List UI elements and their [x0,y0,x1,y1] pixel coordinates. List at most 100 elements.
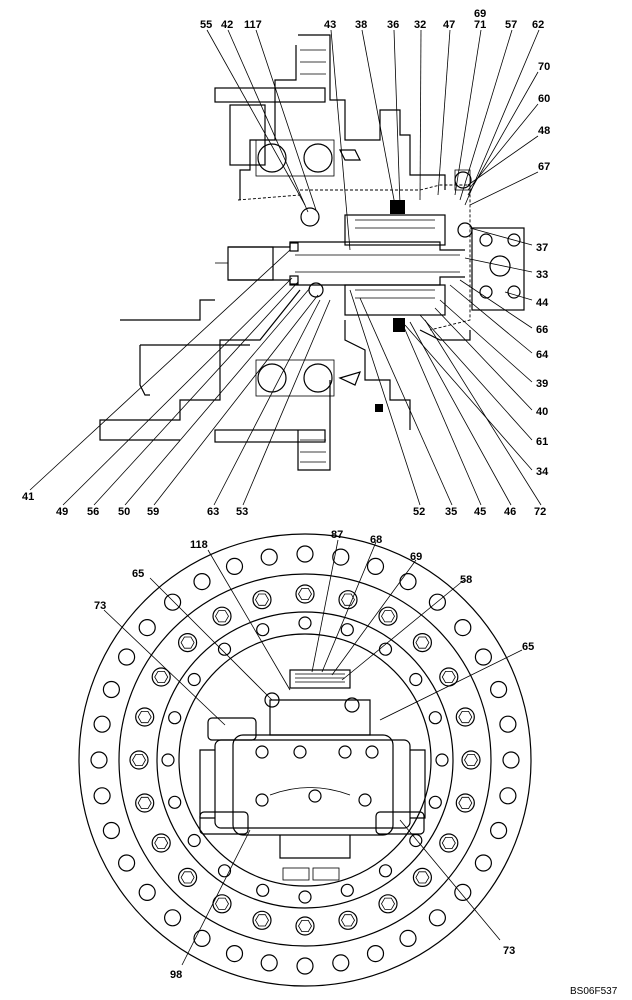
bolt-head-icon [381,610,395,623]
figure-reference: BS06F537 [570,986,618,997]
callout-69-bottom: 69 [410,551,422,563]
mid-ring-bolt [461,750,481,770]
mid-ring-bolts [129,584,481,936]
mid-ring-bolt [252,590,272,610]
callout-36: 36 [387,19,399,31]
callout-32: 32 [414,19,426,31]
inner-bolt-hole [187,833,201,848]
mid-ring-bolt [178,632,198,653]
bolt-head-icon [180,636,195,649]
callout-62: 62 [532,19,544,31]
outer-bolt-hole [93,787,111,805]
callout-73-left: 73 [94,600,106,612]
callout-34: 34 [536,466,549,478]
inner-bolt-hole [428,795,442,809]
outer-bolt-hole [454,883,472,902]
callout-55: 55 [200,19,212,31]
outer-bolt-hole [260,954,278,972]
inner-bolt-hole [378,864,393,878]
outer-bolt-hole [225,557,244,576]
callout-87: 87 [331,529,343,541]
bolt-head-icon [341,593,355,606]
mid-ring-bolt [178,867,198,888]
inner-bolt-holes [161,616,449,904]
callout-33: 33 [536,269,548,281]
callout-64: 64 [536,349,549,361]
bolt-head-icon [341,914,355,927]
callout-50: 50 [118,506,130,518]
callout-39: 39 [536,378,548,390]
top-callouts: 55 42 117 43 38 36 32 47 69 71 57 62 70 … [22,8,550,518]
bolt-head-icon [137,711,152,724]
callout-48: 48 [538,125,550,137]
outer-bolt-hole [428,593,446,611]
mid-ring-bolt [151,833,171,853]
inner-bolt-hole [428,711,442,725]
top-leaders [29,29,542,506]
outer-bolt-hole [138,618,156,637]
outer-bolt-hole [499,715,517,733]
inner-bolt-hole [168,711,182,725]
inner-bolt-hole [161,753,175,767]
callout-98: 98 [170,969,182,981]
inner-bolt-hole [168,795,182,809]
inner-bolt-hole [340,883,354,897]
bolt-head-icon [441,671,456,683]
outer-bolt-hole [366,557,385,576]
mid-ring-bolt [151,667,171,687]
outer-bolt-hole [499,787,517,805]
callout-67: 67 [538,161,550,173]
callout-66: 66 [536,324,548,336]
bolt-head-icon [132,754,146,766]
callout-44: 44 [536,297,549,309]
outer-bolt-hole [117,854,136,872]
mid-ring-bolt [135,793,155,813]
callout-56: 56 [87,506,99,518]
inner-bolt-hole [378,642,393,656]
outer-bolt-hole [117,648,136,666]
inner-bolt-hole [409,833,423,848]
mid-ring-bolt [212,606,232,626]
outer-bolt-hole [490,821,508,840]
callout-57: 57 [505,19,517,31]
outer-bolt-hole [102,821,121,840]
callout-71: 71 [474,19,486,31]
mid-ring-bolt [135,707,155,727]
callout-63: 63 [207,506,219,518]
bolt-head-icon [137,796,152,809]
inner-bolt-hole [256,883,270,897]
mid-ring-bolt [338,910,358,930]
end-view [78,533,532,987]
bolt-head-icon [298,588,312,600]
inner-bolt-hole [435,753,449,767]
bolt-head-icon [215,897,229,910]
outer-bolt-hole [164,593,182,611]
mid-ring-bolt [439,833,459,853]
callout-43: 43 [324,19,336,31]
outer-bolt-hole [138,883,156,902]
outer-bolt-hole [502,751,520,769]
outer-bolt-hole [490,680,508,699]
outer-bolt-hole [454,618,472,637]
mid-ring-bolt [412,632,432,653]
callout-52: 52 [413,506,425,518]
bolt-head-icon [415,871,430,884]
outer-bolt-hole [193,929,211,948]
callout-61: 61 [536,436,548,448]
bolt-head-icon [255,593,269,606]
mid-ring-bolt [378,606,398,626]
bolt-head-icon [154,671,169,683]
callout-49: 49 [56,506,68,518]
outer-bolt-hole [296,545,314,563]
callout-70: 70 [538,61,550,73]
bottom-callouts: 118 87 68 69 58 65 65 73 73 98 [94,529,534,981]
outer-bolt-hole [193,572,211,591]
outer-bolt-hole [474,648,492,666]
outer-bolt-hole [428,909,446,927]
inner-bolt-hole [340,623,354,637]
callout-40: 40 [536,406,548,418]
callout-38: 38 [355,19,367,31]
callout-60: 60 [538,93,550,105]
callout-53: 53 [236,506,248,518]
